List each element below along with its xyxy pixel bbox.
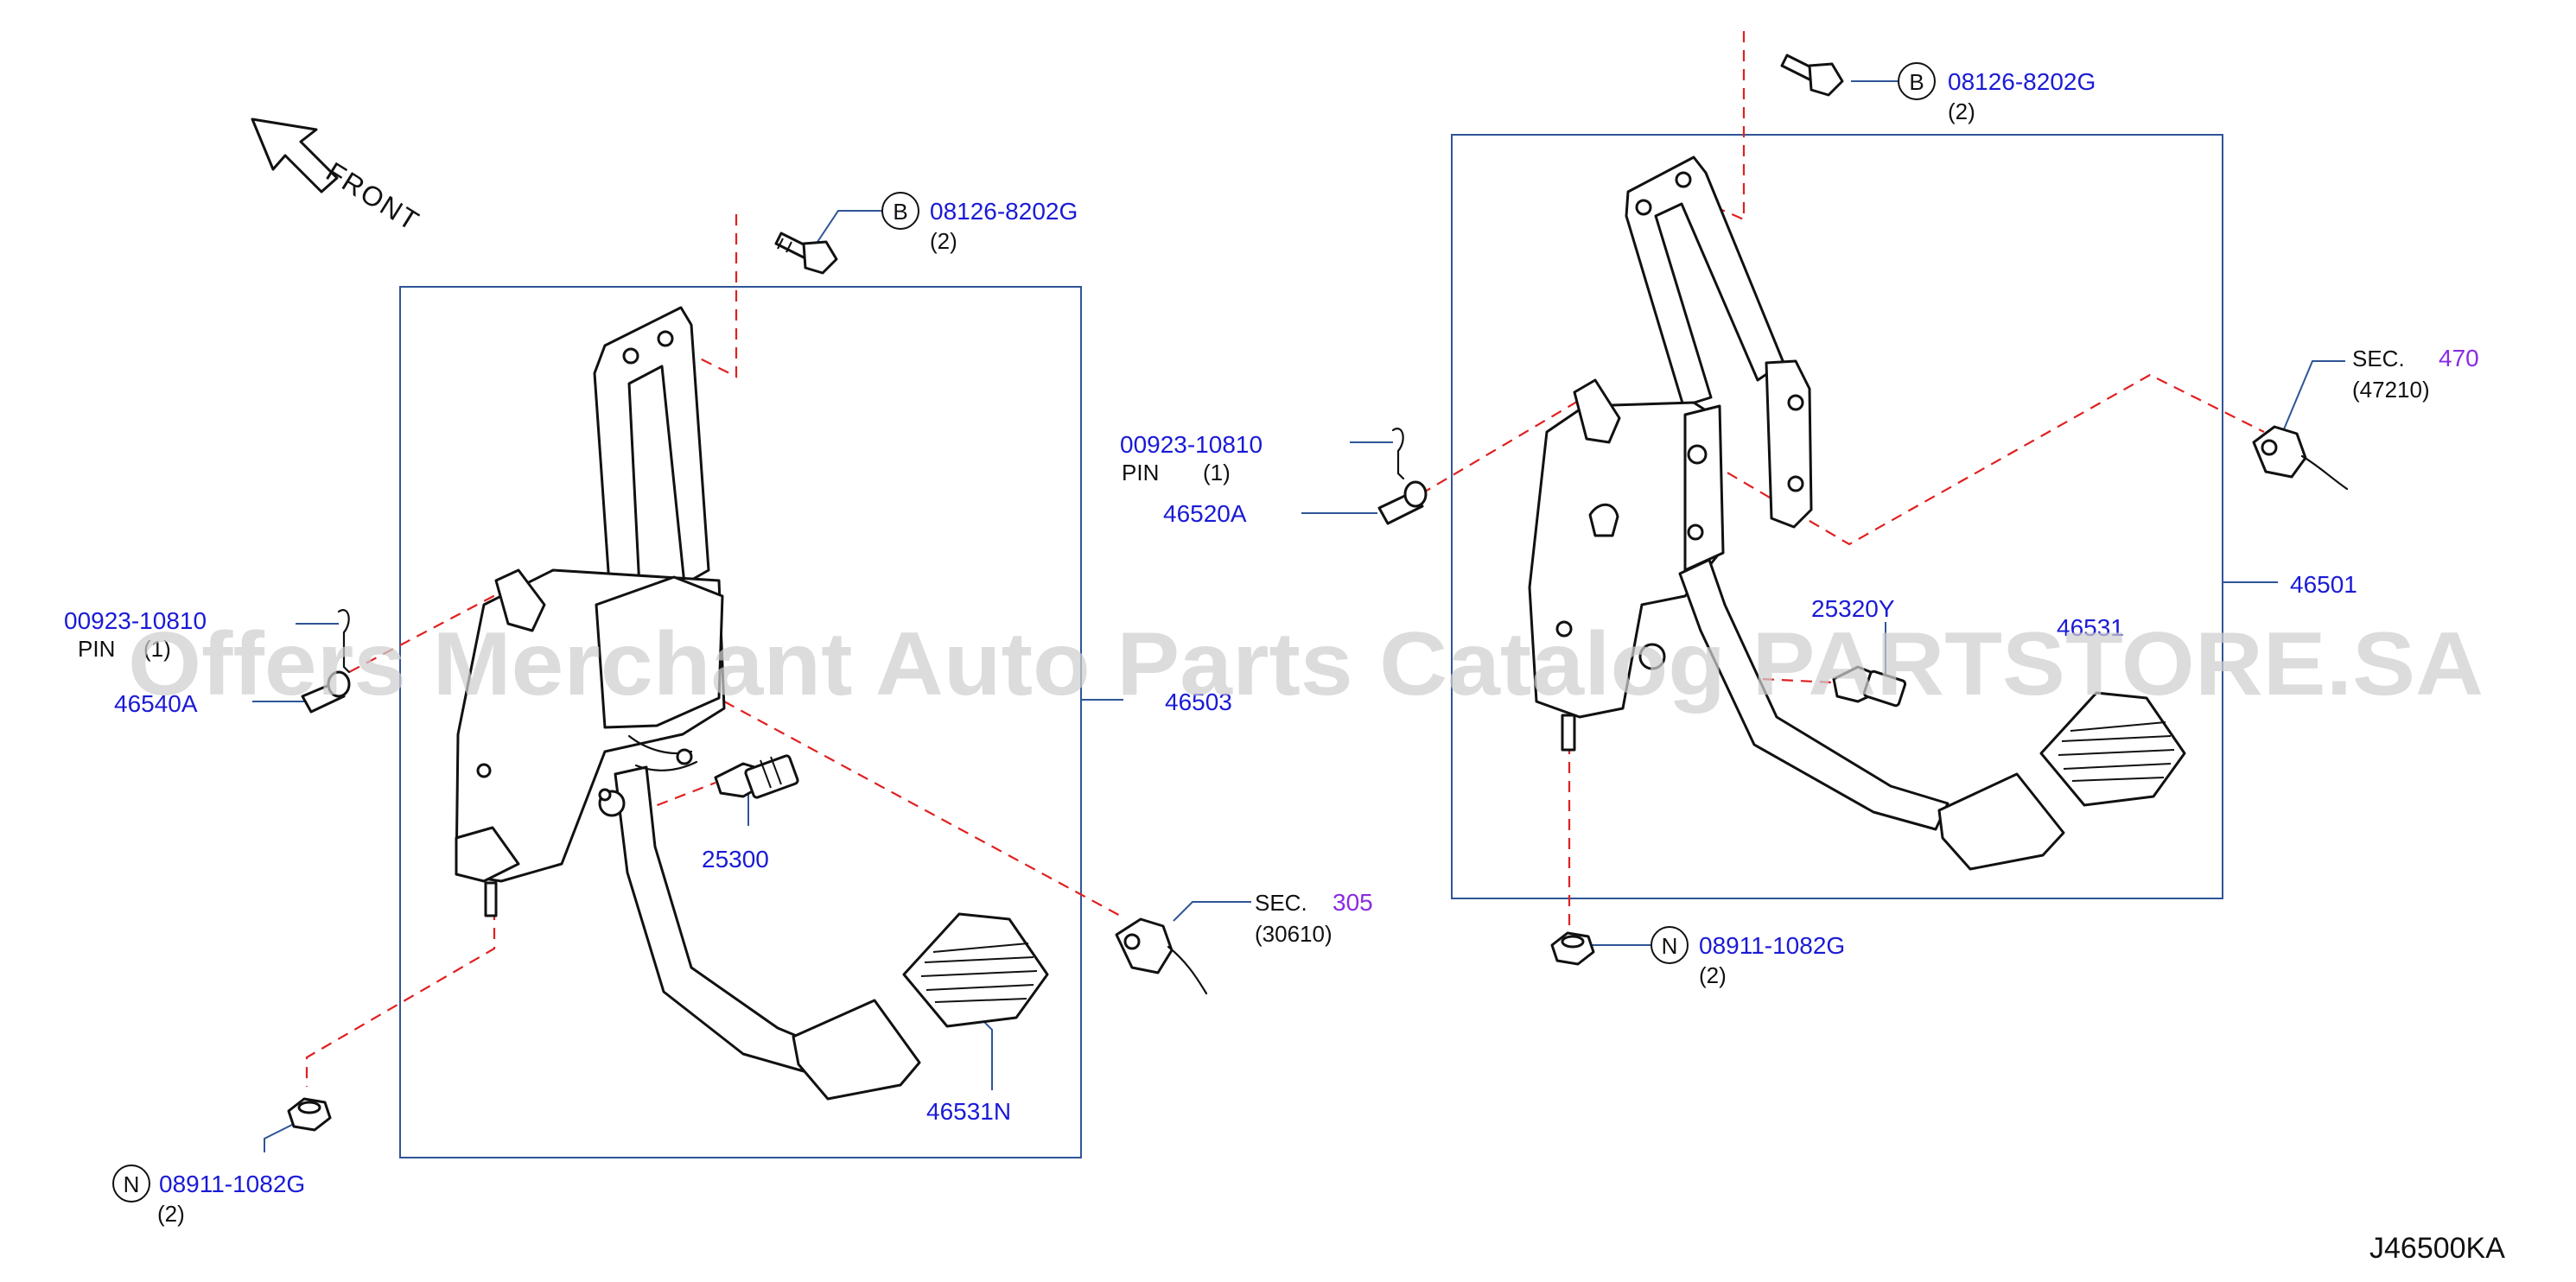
- left-cable-dashed-line: [723, 701, 1124, 918]
- right-stop-lamp-switch-icon: [1832, 665, 1907, 708]
- left-pad-leader: [974, 1012, 993, 1090]
- front-label: FRONT: [321, 155, 425, 237]
- right-pivot-bolt: [1638, 643, 1666, 670]
- left-bolt-leader: [810, 210, 881, 253]
- right-cable-end-icon: [2252, 425, 2349, 491]
- left-stop-lamp-switch-icon: [714, 754, 799, 799]
- left-nut-qty: (2): [157, 1201, 185, 1227]
- left-pin-clip-icon: [337, 609, 351, 674]
- left-sec-leader: [1173, 901, 1251, 922]
- right-pin-dashed-line: [1420, 398, 1582, 495]
- right-box-hole-2: [1687, 524, 1704, 541]
- right-bracket-hole-2: [1787, 475, 1804, 492]
- right-assembly-part-number[interactable]: 46501: [2290, 571, 2357, 598]
- diagram-code: J46500KA: [2369, 1232, 2505, 1265]
- left-bolt-qty: (2): [930, 228, 957, 254]
- right-pad-part-number[interactable]: 46531: [2057, 614, 2124, 641]
- front-direction-indicator: FRONT: [251, 117, 425, 238]
- right-box-stud: [1588, 503, 1619, 537]
- right-pedal-box: [1528, 401, 1721, 719]
- front-arrow-icon: [251, 117, 339, 194]
- left-sec-label: SEC.: [1255, 890, 1307, 916]
- left-assembly-frame: [399, 286, 1082, 1158]
- left-clevis-pin: [676, 748, 693, 765]
- right-bolt-icon: [1780, 54, 1844, 97]
- left-pedal-rubber-pad-icon: [902, 912, 1049, 1028]
- right-bolt-ref-letter: B: [1909, 69, 1924, 95]
- left-box-hole: [476, 763, 492, 778]
- right-box-side: [1683, 404, 1725, 572]
- right-pin-icon: [1377, 480, 1428, 525]
- right-switch-part-number[interactable]: 25320Y: [1811, 595, 1895, 622]
- left-switch-part-number[interactable]: 25300: [702, 846, 769, 873]
- left-pivot-bolt-2: [598, 788, 612, 802]
- left-bolt-ref-letter: B: [893, 199, 907, 225]
- right-pivot-bracket: [1573, 378, 1621, 444]
- right-bolt-ref-circle: [1898, 62, 1936, 100]
- left-box-side: [595, 575, 724, 729]
- right-bracket-hole: [1787, 394, 1804, 411]
- left-assembly-part-number[interactable]: 46503: [1165, 689, 1232, 715]
- right-bolt-qty: (2): [1948, 98, 1975, 124]
- right-assembly-frame: [1451, 134, 2223, 899]
- left-pin-icon: [301, 670, 351, 714]
- left-bolt-ref-circle: [881, 192, 919, 230]
- right-nut-icon: [1550, 931, 1595, 966]
- catalog-watermark: Offers Merchant Auto Parts Catalog PARTS…: [128, 614, 2484, 714]
- right-stud: [1561, 714, 1576, 752]
- left-bolt-part-number[interactable]: 08126-8202G: [930, 198, 1078, 225]
- right-sec-number[interactable]: 470: [2439, 345, 2479, 371]
- left-nut-dashed-line: [305, 909, 496, 1087]
- right-pedal-foot-pad: [1937, 772, 2065, 871]
- left-pivot-bracket: [494, 568, 546, 632]
- left-nut-ref-letter: N: [124, 1171, 140, 1197]
- left-bracket-hole: [622, 347, 639, 365]
- left-pedal-foot-pad: [792, 999, 921, 1101]
- left-switch-dashed-line: [639, 781, 716, 814]
- left-sec-sub: (30610): [1255, 921, 1333, 947]
- right-nut-part-number[interactable]: 08911-1082G: [1699, 932, 1845, 959]
- right-box-hole-3: [1555, 620, 1573, 638]
- right-pedal-arm: [1678, 558, 1949, 831]
- left-pin-dashed-line: [332, 593, 498, 682]
- right-pin-clip-name: PIN: [1122, 460, 1159, 486]
- right-bracket-side-plate: [1765, 359, 1813, 529]
- left-box-flange: [455, 826, 520, 883]
- right-sec-label: SEC.: [2352, 346, 2405, 371]
- left-pin-clip-part-number[interactable]: 00923-10810: [64, 607, 207, 634]
- left-bolt-icon: [774, 232, 838, 275]
- left-nut-leader: [264, 1122, 296, 1152]
- right-pedal-bracket: [1625, 155, 1785, 408]
- left-pad-part-number[interactable]: 46531N: [926, 1098, 1011, 1125]
- left-pedal-assembly: B 08126-8202G (2) 00923-10810 PIN (1) 46…: [64, 192, 1373, 1227]
- left-nut-part-number[interactable]: 08911-1082G: [159, 1171, 305, 1197]
- left-pin-clip-name: PIN: [78, 636, 115, 662]
- right-sec-sub: (47210): [2352, 377, 2430, 403]
- left-nut-ref-circle: [112, 1165, 150, 1203]
- right-nut-ref-letter: N: [1662, 933, 1678, 959]
- left-bracket-hole-2: [657, 330, 674, 347]
- right-pin-clip-qty: (1): [1203, 460, 1231, 486]
- right-pedal-rubber-pad-icon: [2039, 691, 2186, 807]
- left-stud: [484, 881, 498, 917]
- right-pin-clip-icon: [1391, 428, 1405, 480]
- right-box-hole: [1687, 444, 1708, 465]
- right-nut-ref-circle: [1651, 926, 1689, 964]
- left-pin-part-number[interactable]: 46540A: [114, 690, 198, 717]
- left-nut-icon: [287, 1097, 332, 1132]
- left-pedal-arm: [614, 765, 821, 1073]
- right-pin-clip-part-number[interactable]: 00923-10810: [1120, 431, 1263, 458]
- right-bracket-hole-4: [1635, 199, 1652, 216]
- left-cable-end-icon: [1115, 917, 1208, 995]
- right-pedal-assembly: B 08126-8202G (2) 00923-10810 PIN (1) 46…: [1120, 31, 2479, 988]
- right-nut-qty: (2): [1699, 962, 1727, 988]
- left-sec-number[interactable]: 305: [1333, 889, 1373, 916]
- left-pedal-bracket: [593, 306, 710, 598]
- right-bolt-part-number[interactable]: 08126-8202G: [1948, 68, 2096, 95]
- right-pin-part-number[interactable]: 46520A: [1163, 500, 1247, 527]
- left-pin-clip-qty: (1): [143, 636, 171, 662]
- right-sec-leader: [2280, 360, 2345, 436]
- right-bracket-hole-3: [1675, 171, 1692, 188]
